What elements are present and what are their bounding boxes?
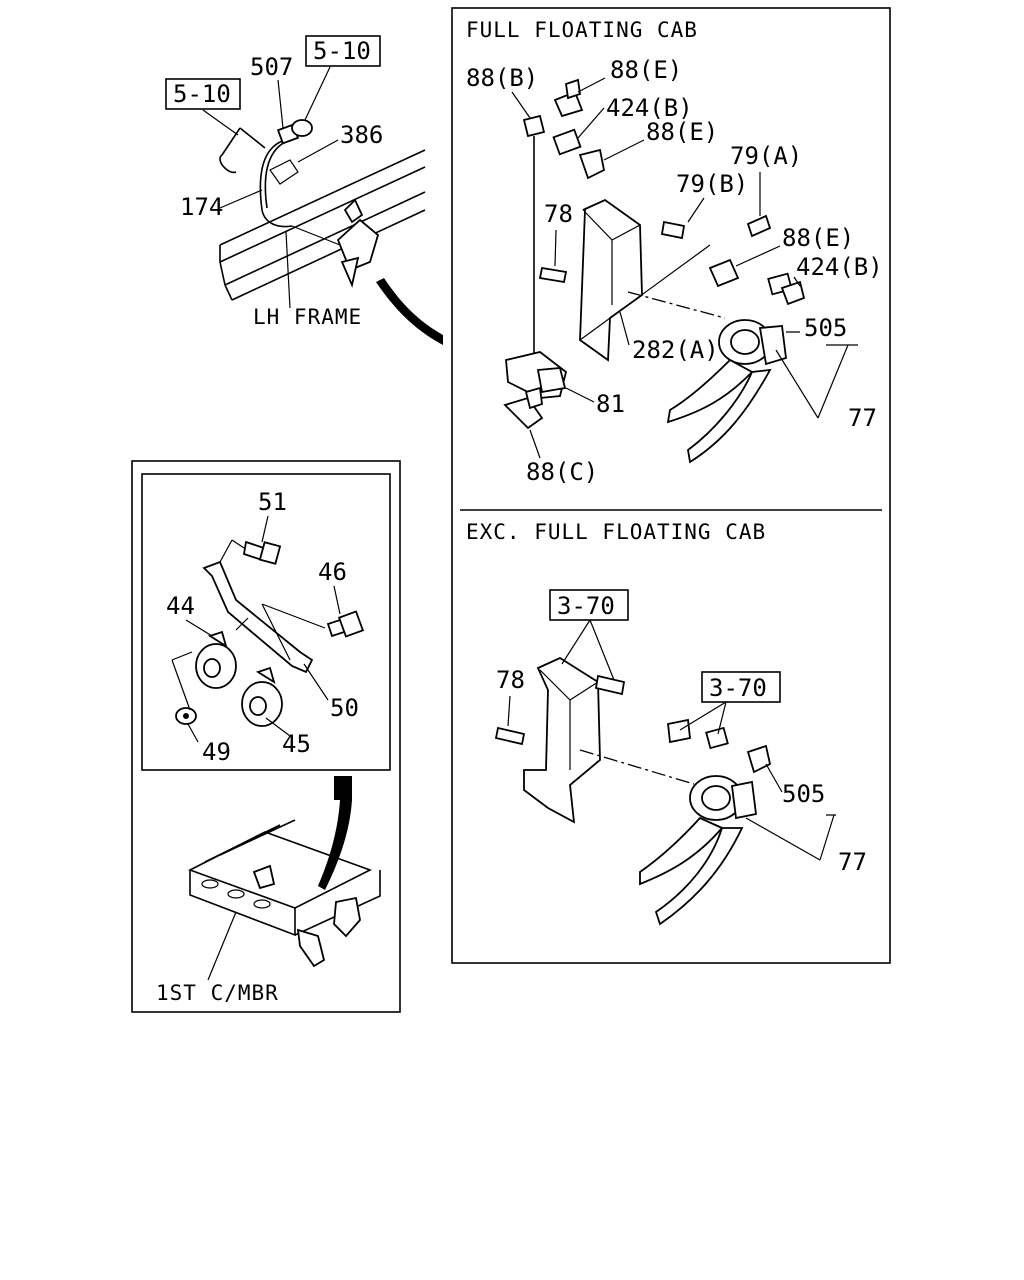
label-77-exc: 77 — [838, 848, 867, 876]
label-45: 45 — [282, 730, 311, 758]
leaders-top-left — [202, 66, 339, 309]
label-174: 174 — [180, 193, 223, 221]
ref-box-510-left: 5-10 — [165, 78, 241, 110]
label-49: 49 — [202, 738, 231, 766]
svg-text:3-70: 3-70 — [557, 592, 615, 620]
svg-text:3-70: 3-70 — [709, 674, 767, 702]
leaders-full-floating — [511, 77, 858, 459]
label-88b: 88(B) — [466, 64, 538, 92]
label-78-exc: 78 — [496, 666, 525, 694]
ref-box-370-bracket: 3-70 — [549, 589, 629, 621]
label-79b: 79(B) — [676, 170, 748, 198]
label-505-exc: 505 — [782, 780, 825, 808]
label-51: 51 — [258, 488, 287, 516]
label-282a: 282(A) — [632, 336, 719, 364]
left-box-frame — [131, 460, 401, 1013]
ref-box-370-fittings: 3-70 — [701, 671, 781, 703]
label-1st-cmbr: 1ST C/MBR — [156, 981, 279, 1005]
label-lh-frame: LH FRAME — [253, 305, 362, 329]
leaders-exc-full-floating — [507, 619, 836, 861]
label-507: 507 — [250, 53, 293, 81]
label-77-full: 77 — [848, 404, 877, 432]
label-386: 386 — [340, 121, 383, 149]
label-78-full: 78 — [544, 200, 573, 228]
label-50: 50 — [330, 694, 359, 722]
exc-full-floating-parts — [494, 656, 772, 926]
horn-detail-inset — [141, 473, 391, 771]
label-81: 81 — [596, 390, 625, 418]
crossmember-assembly — [187, 819, 381, 968]
svg-text:5-10: 5-10 — [313, 37, 371, 65]
label-424b-right: 424(B) — [796, 253, 883, 281]
ref-box-510-right: 5-10 — [305, 35, 381, 67]
label-505-full: 505 — [804, 314, 847, 342]
leaders-left-box — [185, 515, 341, 981]
label-79a: 79(A) — [730, 142, 802, 170]
label-44: 44 — [166, 592, 195, 620]
label-88e-top: 88(E) — [610, 56, 682, 84]
label-88e-mid: 88(E) — [646, 118, 718, 146]
full-floating-cab-title: FULL FLOATING CAB — [466, 18, 698, 42]
exc-full-floating-cab-title: EXC. FULL FLOATING CAB — [466, 520, 766, 544]
lh-frame-assembly — [219, 119, 443, 345]
full-floating-parts — [503, 78, 806, 464]
svg-text:5-10: 5-10 — [173, 80, 231, 108]
horn-detail-parts — [171, 539, 365, 890]
label-88e-right: 88(E) — [782, 224, 854, 252]
label-424b-top: 424(B) — [606, 94, 693, 122]
full-floating-cab-frame — [451, 7, 891, 964]
label-88c: 88(C) — [526, 458, 598, 486]
label-46: 46 — [318, 558, 347, 586]
